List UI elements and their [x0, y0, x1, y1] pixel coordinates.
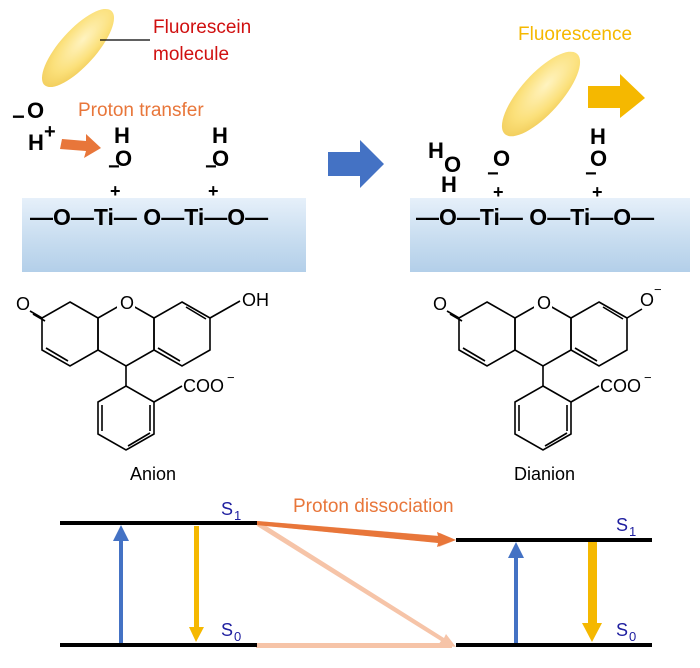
left-tio2-chain: —O—Ti— O—Ti—O—	[30, 204, 268, 230]
left-surf-o1: O	[115, 146, 132, 171]
left-surf-h2: H	[212, 123, 228, 148]
dianion-o-charge: −	[654, 282, 662, 297]
fluorescein-label-line1: Fluorescein	[153, 17, 251, 38]
fluorescein-molecule-right	[501, 51, 581, 137]
proton-dissociation-label: Proton dissociation	[293, 496, 454, 517]
anion-ring-o: O	[120, 293, 134, 313]
right-tio2-surface	[410, 198, 690, 272]
dianion-o-minus: O	[640, 290, 654, 310]
right-surf-o1-minus: −	[487, 163, 499, 185]
right-surf-h2: H	[590, 124, 606, 149]
proton-transfer-label: Proton transfer	[78, 100, 204, 121]
dianion-label: Dianion	[514, 464, 575, 484]
fluorescence-label: Fluorescence	[518, 24, 632, 45]
right-emission-arrowhead	[582, 623, 602, 642]
water-h2: H	[441, 172, 457, 197]
fluorescein-molecule-left	[41, 8, 115, 88]
relaxation-path-s0	[256, 643, 452, 648]
left-s0-subscript: 0	[234, 629, 241, 644]
right-s1-subscript: 1	[629, 524, 636, 539]
left-absorption-shaft	[119, 540, 123, 643]
dianion-keto-o: O	[433, 294, 447, 314]
left-s0-label: S	[221, 620, 233, 640]
right-absorption-arrowhead	[508, 542, 524, 558]
left-surf-plus1: +	[110, 181, 121, 201]
proton-dissociation-arrow	[256, 521, 456, 547]
left-s1-label: S	[221, 499, 233, 519]
dianion-ring-o: O	[537, 293, 551, 313]
water-h1: H	[428, 138, 444, 163]
anion-coo: COO	[183, 376, 224, 396]
right-surf-o2-minus: −	[585, 163, 597, 185]
left-surf-o1-minus: −	[108, 156, 120, 178]
left-surf-h1: H	[114, 123, 130, 148]
anion-coo-charge: −	[227, 370, 235, 385]
free-o-minus: −	[12, 104, 25, 129]
right-surf-o2: O	[590, 146, 607, 171]
dissociation-path-to-s0	[257, 522, 456, 647]
right-tio2-chain: —O—Ti— O—Ti—O—	[416, 204, 654, 230]
anion-label: Anion	[130, 464, 176, 484]
right-s0-subscript: 0	[629, 629, 636, 644]
free-h-plus: +	[44, 121, 56, 143]
free-h: H	[28, 130, 44, 155]
right-surf-o1: O	[493, 146, 510, 171]
anion-keto-o: O	[16, 294, 30, 314]
right-surf-plus1: +	[493, 182, 504, 202]
right-s0-label: S	[616, 620, 628, 640]
left-surf-o2: O	[212, 146, 229, 171]
left-surf-plus2: +	[208, 181, 219, 201]
water-o: O	[444, 152, 461, 177]
right-emission-shaft	[588, 542, 597, 624]
fluorescence-arrow	[588, 74, 645, 118]
anion-ring-o-mask	[117, 292, 135, 312]
dianion-structure	[446, 301, 643, 451]
process-arrow	[328, 140, 384, 188]
left-emission-shaft	[194, 526, 199, 628]
dianion-coo: COO	[600, 376, 641, 396]
right-s1-label: S	[616, 515, 628, 535]
proton-transfer-arrow	[60, 134, 101, 158]
dianion-coo-charge: −	[644, 370, 652, 385]
fluorescein-label-line2: molecule	[153, 44, 229, 65]
dianion-ring-o-mask	[534, 292, 552, 312]
anion-structure	[29, 300, 241, 451]
left-emission-arrowhead	[189, 627, 204, 642]
left-s1-subscript: 1	[234, 508, 241, 523]
left-tio2-surface	[22, 198, 306, 272]
right-surf-plus2: +	[592, 182, 603, 202]
left-surf-o2-minus: −	[205, 156, 217, 178]
left-absorption-arrowhead	[113, 525, 129, 541]
right-absorption-shaft	[514, 557, 518, 643]
free-o: O	[27, 98, 44, 123]
anion-oh: OH	[242, 290, 269, 310]
